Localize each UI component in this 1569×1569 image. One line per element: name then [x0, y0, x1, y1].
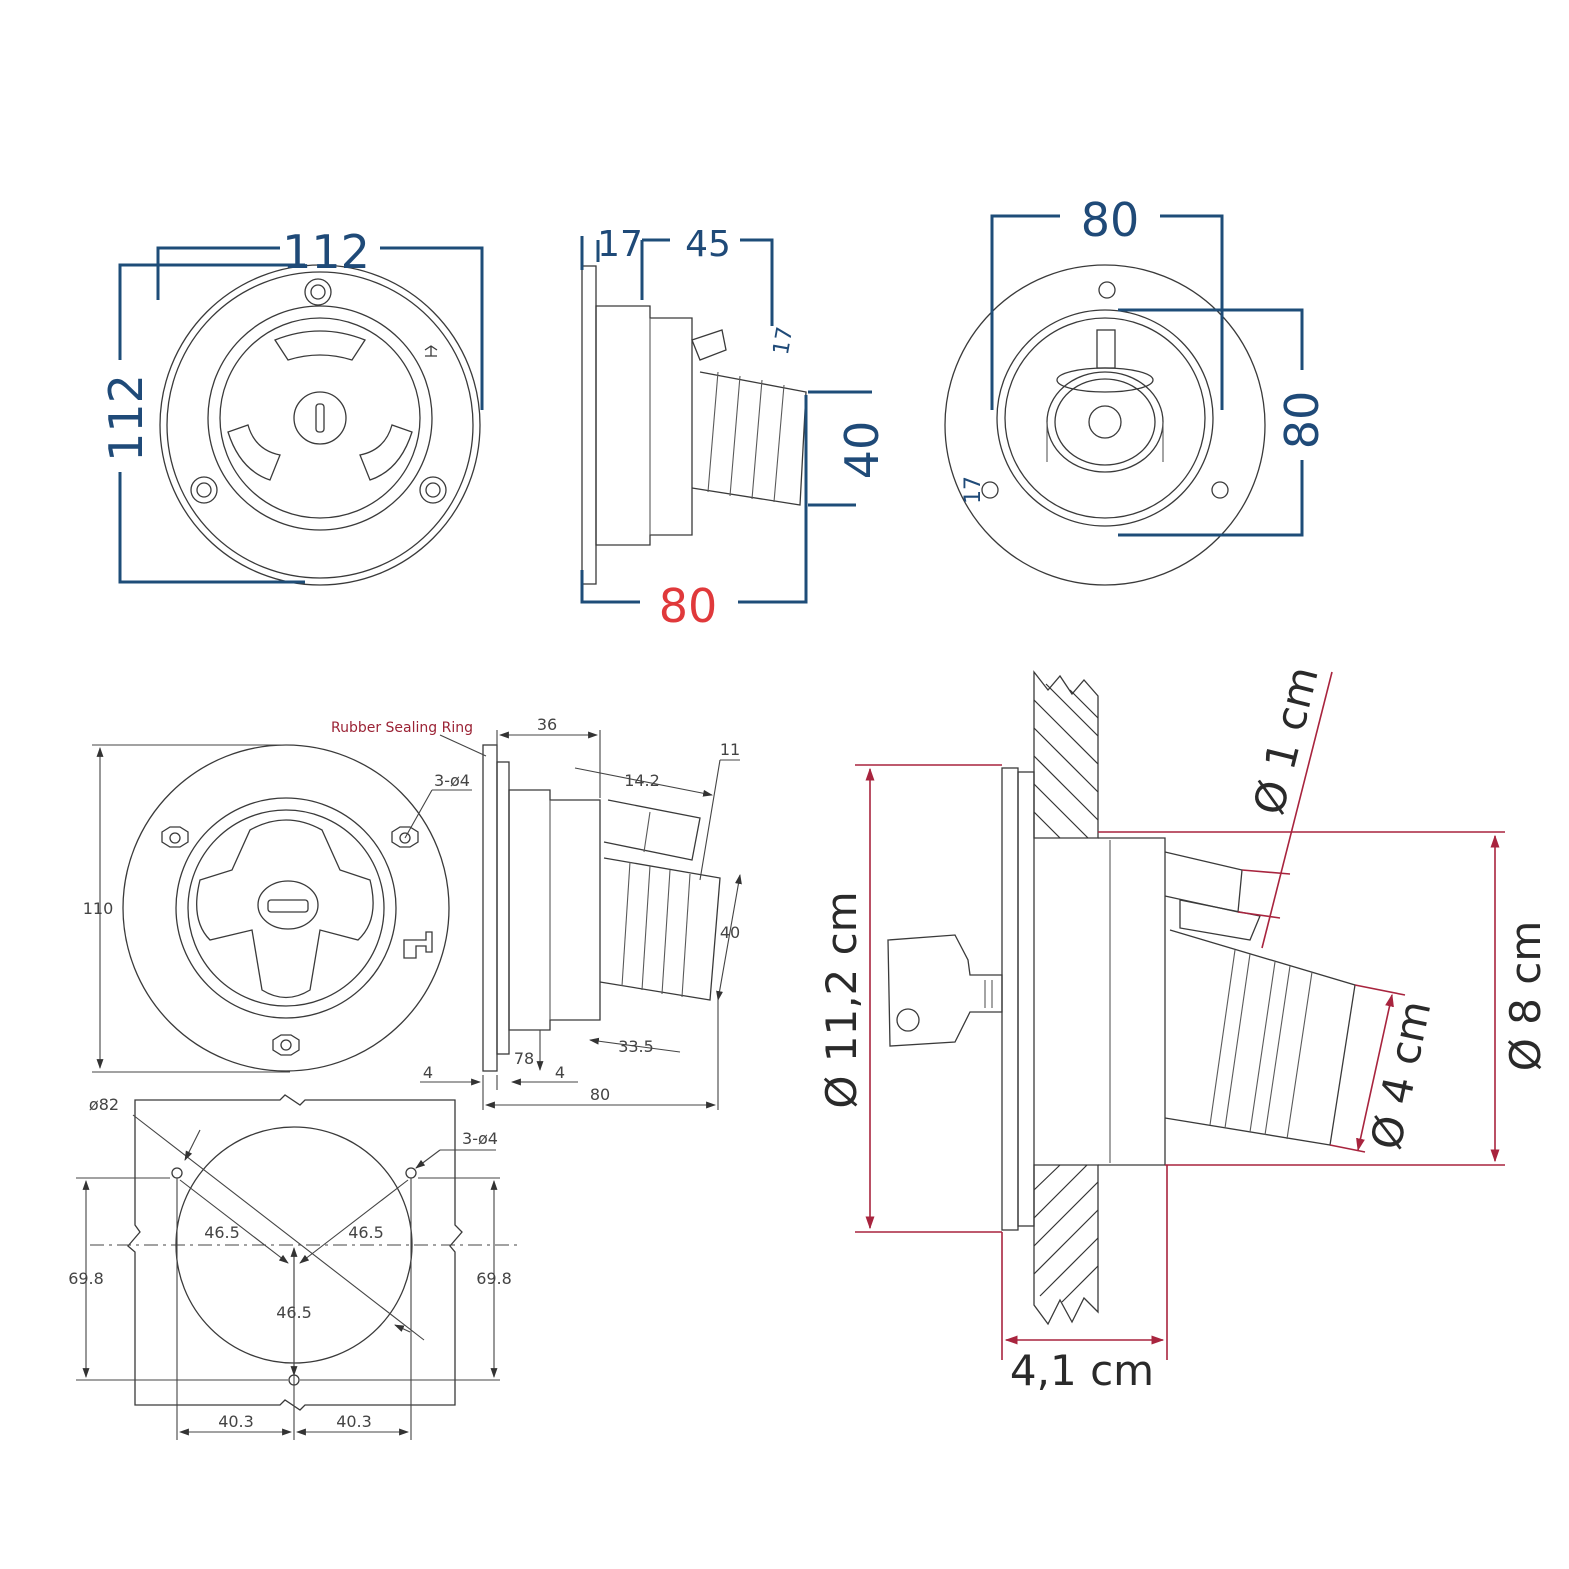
front-width-label: 112	[282, 225, 370, 279]
rear-angle-label: 17	[961, 476, 986, 504]
top-front-view: 112 112	[99, 225, 484, 586]
cutout-height-left: 69.8	[68, 1269, 104, 1288]
cutout-holes-label: 3-ø4	[462, 1129, 498, 1148]
tech-hose-len-label: 33.5	[618, 1037, 654, 1056]
top-rear-view: 80 80 17	[944, 193, 1329, 586]
tech-side-view: 36 14.2 11 40 33.5 78 4 4 80 Rubber Seal…	[331, 715, 742, 1110]
cutout-diameter-label: ø82	[89, 1095, 119, 1114]
tech-holes-label: 3-ø4	[434, 771, 470, 790]
cutout-height-right: 69.8	[476, 1269, 512, 1288]
rubber-ring-label: Rubber Sealing Ring	[331, 720, 473, 736]
tech-hose-dia-label: 40	[720, 923, 740, 942]
tech-gap-right-label: 4	[555, 1063, 565, 1082]
side-flange-label: 17	[597, 224, 643, 265]
cutout-radius-left: 46.5	[204, 1223, 240, 1242]
cutout-radius-bottom: 46.5	[276, 1303, 312, 1322]
cm-section-view: Ø 11,2 cm Ø 8 cm Ø 4 cm Ø 1 cm 4,1 cm	[817, 662, 1550, 1395]
top-side-view: 17 45 17 40 80	[580, 224, 889, 633]
side-angle-label: 17	[769, 325, 798, 357]
cutout-view: ø82 3-ø4 46.5 46.5 46.5 69.8 69.8 40.3 4…	[68, 1094, 520, 1440]
cm-hose-label: Ø 4 cm	[1361, 996, 1440, 1153]
cm-outer-label: Ø 11,2 cm	[817, 891, 866, 1108]
side-hose-label: 40	[835, 421, 889, 480]
front-height-label: 112	[99, 374, 153, 462]
tech-height-label: 110	[83, 899, 114, 918]
rear-width-label: 80	[1081, 193, 1140, 247]
side-depth-label: 45	[685, 224, 731, 265]
cm-body-label: Ø 8 cm	[1501, 921, 1550, 1072]
tech-tilt-label: 11	[720, 740, 740, 759]
tech-flange-label: 78	[514, 1049, 534, 1068]
tech-overall-label: 80	[590, 1085, 610, 1104]
cutout-half-right: 40.3	[336, 1412, 372, 1431]
tech-small-hose-label: 14.2	[624, 771, 660, 790]
tech-front-view: 110 3-ø4	[83, 744, 472, 1073]
tech-gap-left-label: 4	[423, 1063, 433, 1082]
rear-height-label: 80	[1275, 391, 1329, 450]
cutout-half-left: 40.3	[218, 1412, 254, 1431]
cutout-radius-right: 46.5	[348, 1223, 384, 1242]
side-overall-label: 80	[659, 579, 718, 633]
tech-body-label: 36	[537, 715, 557, 734]
cm-depth-label: 4,1 cm	[1010, 1346, 1154, 1395]
